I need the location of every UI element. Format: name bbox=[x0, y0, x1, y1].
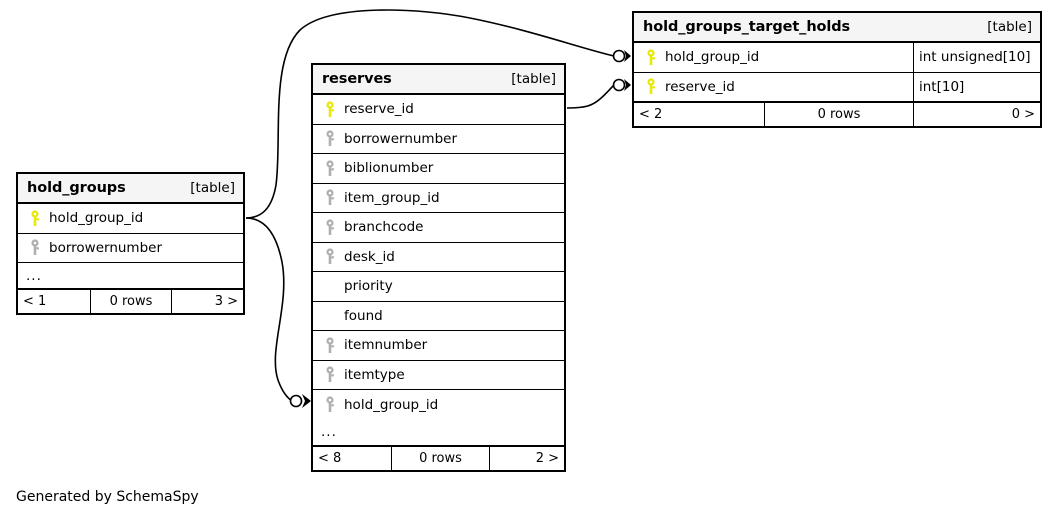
column-label: item_group_id bbox=[344, 189, 440, 206]
cardinality-circle-target-reserve-id bbox=[612, 78, 626, 92]
table-header-hold-groups-target-holds: hold_groups_target_holds [table] bbox=[634, 13, 1040, 43]
table-footer-hold-groups: < 1 0 rows 3 > bbox=[18, 289, 243, 313]
column-row-found[interactable]: found bbox=[313, 301, 564, 331]
column-name-cell: borrowernumber bbox=[313, 125, 564, 154]
arrowhead-target-hold-group-id bbox=[624, 50, 631, 62]
column-row-itemnumber[interactable]: itemnumber bbox=[313, 331, 564, 361]
more-columns-indicator: ... bbox=[313, 420, 564, 446]
column-name-cell: reserve_id bbox=[313, 95, 564, 124]
column-row-hold-group-id[interactable]: hold_group_id bbox=[313, 390, 564, 420]
column-type: int[10] bbox=[913, 72, 1040, 101]
edge-hold-groups-to-reserves bbox=[245, 217, 293, 402]
column-row-itemtype[interactable]: itemtype bbox=[313, 360, 564, 390]
table-title: hold_groups bbox=[27, 180, 126, 196]
table-title: hold_groups_target_holds bbox=[643, 19, 851, 35]
column-label: hold_group_id bbox=[344, 396, 439, 413]
footer-row-count: 0 rows bbox=[90, 290, 171, 313]
column-row-priority[interactable]: priority bbox=[313, 272, 564, 302]
column-label: desk_id bbox=[344, 248, 395, 265]
table-reserves[interactable]: reserves [table] reserve_id borrowernumbe… bbox=[311, 63, 566, 472]
column-row-hold-group-id[interactable]: hold_group_id int unsigned[10] bbox=[634, 43, 1040, 73]
column-label: branchcode bbox=[344, 219, 424, 236]
column-label: itemnumber bbox=[344, 337, 428, 354]
foreign-key-icon bbox=[321, 159, 341, 177]
column-name-cell: hold_group_id bbox=[313, 390, 564, 420]
footer-incoming-count: < 8 bbox=[318, 450, 342, 466]
column-name-cell: itemnumber bbox=[313, 331, 564, 360]
no-key-spacer bbox=[321, 307, 341, 325]
foreign-key-icon bbox=[321, 130, 341, 148]
column-name-cell: biblionumber bbox=[313, 154, 564, 183]
cardinality-circle-reserves-hold-group-id bbox=[289, 394, 303, 408]
column-name-cell: itemtype bbox=[313, 361, 564, 390]
column-name-cell: item_group_id bbox=[313, 184, 564, 213]
column-label: found bbox=[344, 307, 383, 324]
footer-row-count: 0 rows bbox=[391, 446, 489, 470]
column-row-reserve-id[interactable]: reserve_id bbox=[313, 95, 564, 125]
column-row-hold-group-id[interactable]: hold_group_id bbox=[18, 204, 243, 234]
column-name-cell: hold_group_id bbox=[634, 43, 913, 72]
column-name-cell: hold_group_id bbox=[18, 204, 243, 233]
edge-reserves-to-target-holds bbox=[566, 84, 615, 109]
column-label: hold_group_id bbox=[665, 49, 760, 66]
column-label: reserve_id bbox=[344, 101, 414, 118]
reserves-column-list: reserve_id borrowernumber biblionumber item… bbox=[313, 95, 564, 420]
cardinality-circle-target-hold-group-id bbox=[612, 49, 626, 63]
foreign-key-icon bbox=[321, 189, 341, 207]
primary-key-icon bbox=[642, 78, 662, 96]
no-key-spacer bbox=[321, 277, 341, 295]
table-title: reserves bbox=[322, 71, 392, 87]
footer-outgoing-count: 2 > bbox=[489, 446, 564, 470]
table-hold-groups[interactable]: hold_groups [table] hold_group_id bbox=[16, 172, 245, 315]
column-row-borrowernumber[interactable]: borrowernumber bbox=[18, 233, 243, 263]
column-row-biblionumber[interactable]: biblionumber bbox=[313, 154, 564, 184]
table-type-tag: [table] bbox=[190, 180, 235, 196]
table-footer-reserves: < 8 0 rows 2 > bbox=[313, 445, 564, 470]
table-hold-groups-target-holds[interactable]: hold_groups_target_holds [table] hold_gr… bbox=[632, 11, 1042, 128]
table-type-tag: [table] bbox=[987, 19, 1032, 35]
table-type-tag: [table] bbox=[511, 71, 556, 87]
footer-row-count: 0 rows bbox=[764, 103, 913, 126]
column-row-desk-id[interactable]: desk_id bbox=[313, 242, 564, 272]
foreign-key-icon bbox=[321, 366, 341, 384]
column-label: borrowernumber bbox=[344, 130, 458, 147]
column-label: hold_group_id bbox=[49, 210, 144, 227]
column-name-cell: branchcode bbox=[313, 213, 564, 242]
footer-incoming-count: < 2 bbox=[639, 107, 663, 122]
column-row-borrowernumber[interactable]: borrowernumber bbox=[313, 124, 564, 154]
primary-key-icon bbox=[321, 100, 341, 118]
table-header-reserves: reserves [table] bbox=[313, 65, 564, 95]
column-name-cell: reserve_id bbox=[634, 73, 913, 102]
column-row-item-group-id[interactable]: item_group_id bbox=[313, 183, 564, 213]
footer-outgoing-count: 3 > bbox=[171, 290, 243, 313]
column-name-cell: priority bbox=[313, 272, 564, 301]
generator-credit: Generated by SchemaSpy bbox=[16, 489, 199, 505]
foreign-key-icon bbox=[321, 218, 341, 236]
column-name-cell: borrowernumber bbox=[18, 234, 243, 263]
column-label: borrowernumber bbox=[49, 239, 163, 256]
foreign-key-icon bbox=[321, 336, 341, 354]
foreign-key-icon bbox=[321, 248, 341, 266]
footer-incoming-count: < 1 bbox=[23, 294, 47, 309]
arrowhead-reserves-hold-group-id bbox=[302, 394, 311, 408]
column-type: int unsigned[10] bbox=[913, 43, 1040, 72]
table-header-hold-groups: hold_groups [table] bbox=[18, 174, 243, 204]
column-label: biblionumber bbox=[344, 160, 434, 177]
column-label: priority bbox=[344, 278, 393, 295]
more-columns-indicator: ... bbox=[18, 263, 243, 289]
foreign-key-icon bbox=[26, 239, 46, 257]
primary-key-icon bbox=[642, 48, 662, 66]
column-row-branchcode[interactable]: branchcode bbox=[313, 213, 564, 243]
table-footer-hold-groups-target-holds: < 2 0 rows 0 > bbox=[634, 102, 1040, 126]
column-row-reserve-id[interactable]: reserve_id int[10] bbox=[634, 72, 1040, 102]
foreign-key-icon bbox=[321, 396, 341, 414]
footer-outgoing-count: 0 > bbox=[913, 103, 1040, 126]
column-label: itemtype bbox=[344, 366, 405, 383]
primary-key-icon bbox=[26, 209, 46, 227]
column-name-cell: desk_id bbox=[313, 243, 564, 272]
column-label: reserve_id bbox=[665, 78, 735, 95]
column-name-cell: found bbox=[313, 302, 564, 331]
arrowhead-target-reserve-id bbox=[624, 79, 631, 91]
